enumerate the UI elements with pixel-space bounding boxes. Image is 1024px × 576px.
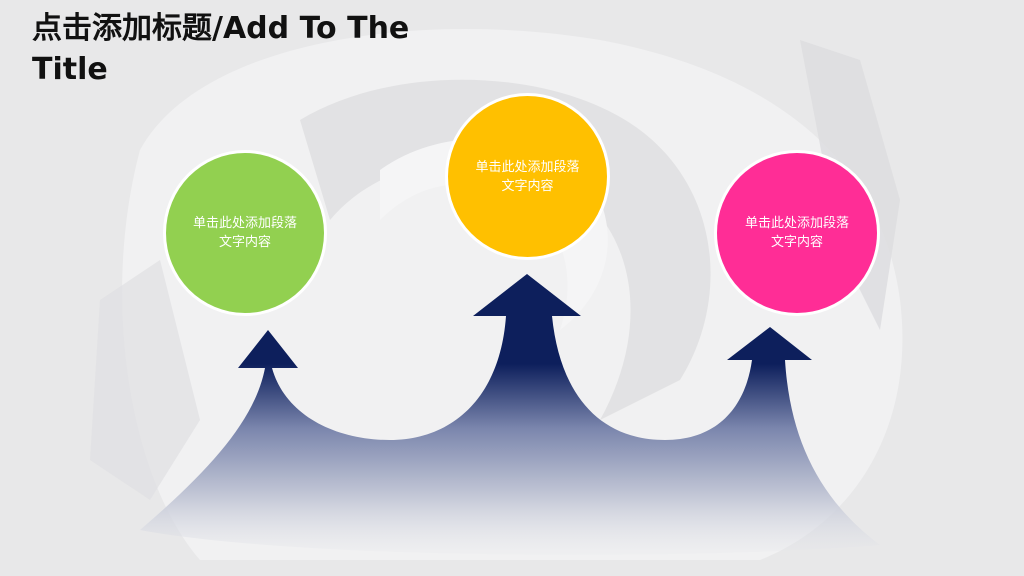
- circle-text-pink[interactable]: 单击此处添加段落文字内容: [744, 216, 849, 250]
- circle-node-pink[interactable]: 单击此处添加段落文字内容: [714, 150, 880, 316]
- circle-text-green[interactable]: 单击此处添加段落文字内容: [192, 216, 297, 250]
- circle-node-green[interactable]: 单击此处添加段落文字内容: [163, 150, 327, 316]
- circle-node-yellow[interactable]: 单击此处添加段落文字内容: [445, 93, 610, 260]
- arrow-shape: [140, 274, 880, 555]
- circle-text-yellow[interactable]: 单击此处添加段落文字内容: [475, 159, 580, 194]
- slide-title[interactable]: 点击添加标题/Add To The Title: [32, 11, 410, 87]
